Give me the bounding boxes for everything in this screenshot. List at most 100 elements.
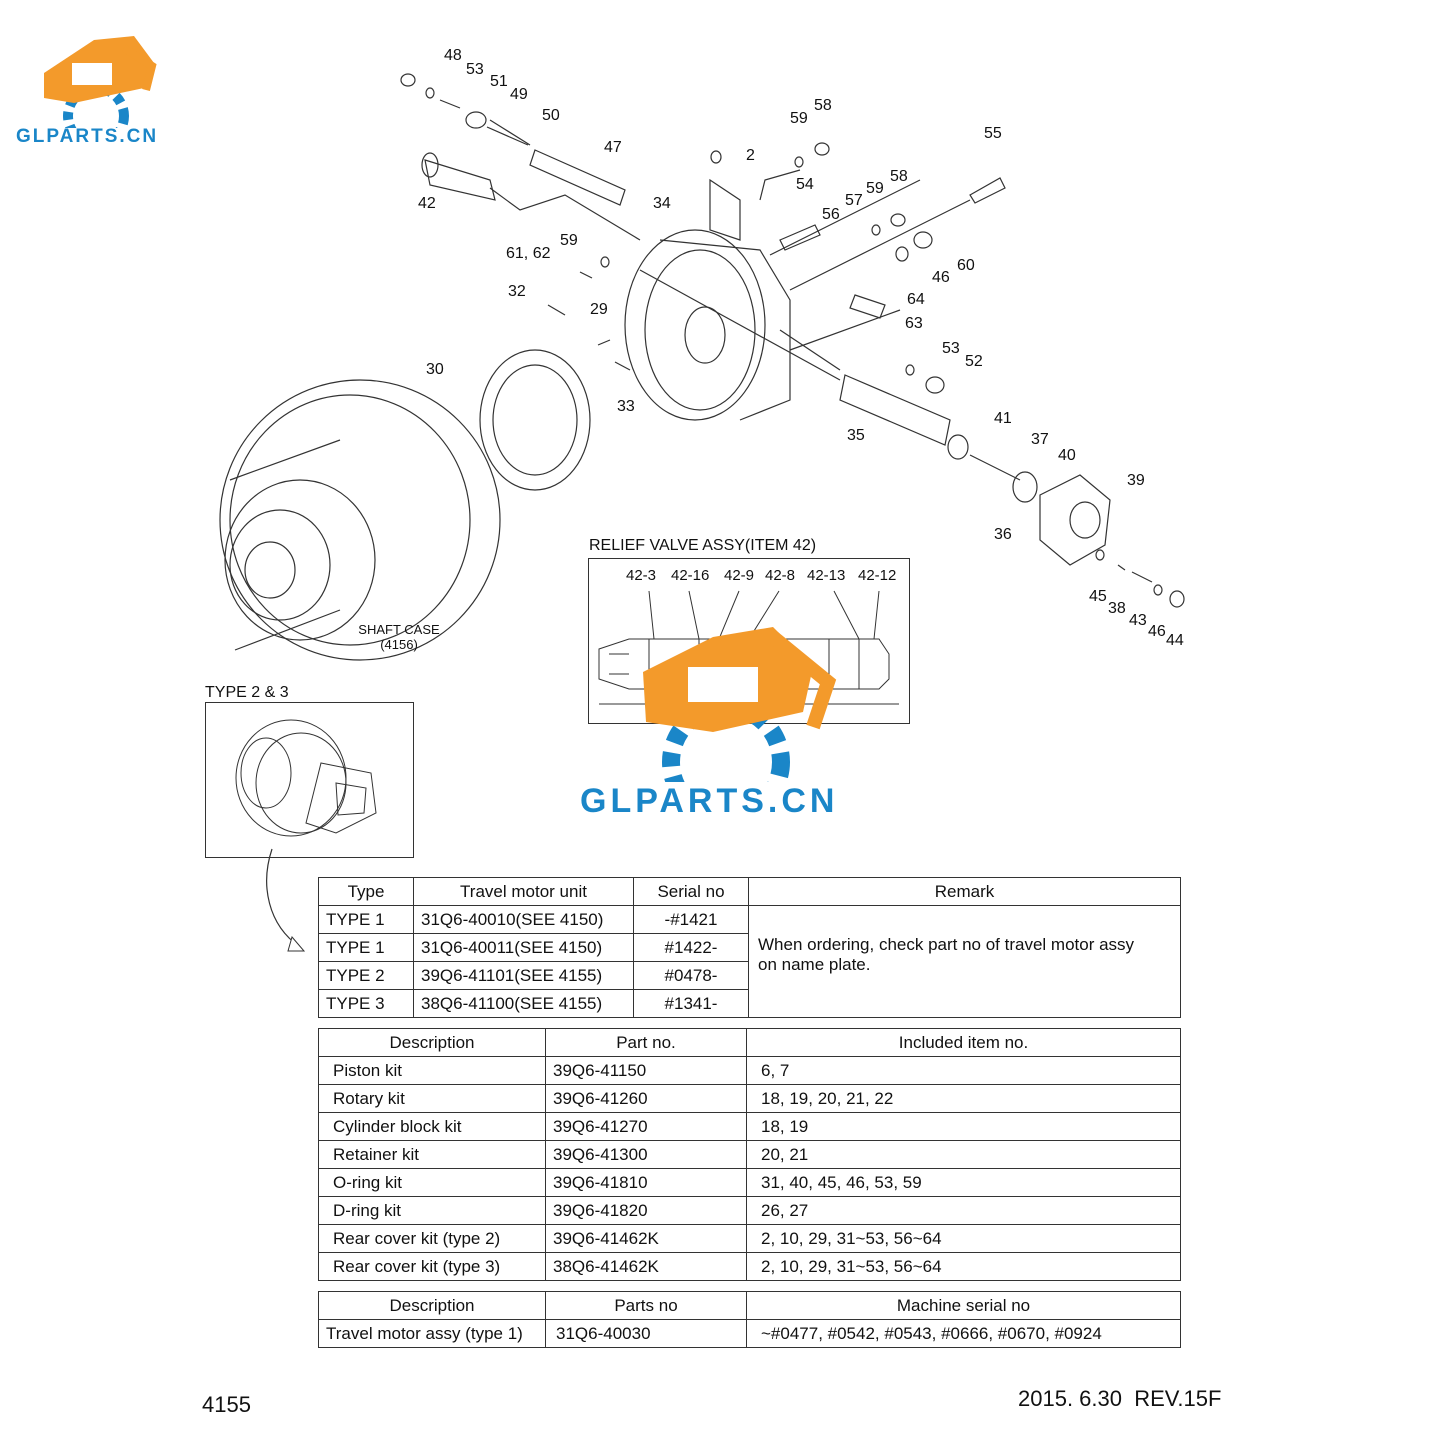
- cell-unit: 38Q6-41100(SEE 4155): [413, 989, 634, 1018]
- remark-line-1: When ordering, check part no of travel m…: [758, 934, 1135, 954]
- cell-unit: 39Q6-41101(SEE 4155): [413, 961, 634, 990]
- callout-45: 45: [1089, 588, 1107, 605]
- cell-unit: 31Q6-40011(SEE 4150): [413, 933, 634, 962]
- relief-valve-box: 42-3 42-16 42-9 42-8 42-13 42-12: [588, 558, 910, 724]
- cell-description: Retainer kit: [318, 1140, 546, 1169]
- callout-42: 42: [418, 195, 436, 212]
- cell-items: 26, 27: [746, 1196, 1181, 1225]
- cell-remark: When ordering, check part no of travel m…: [748, 905, 1181, 1018]
- callout-64: 64: [907, 291, 925, 308]
- cell-items: 18, 19, 20, 21, 22: [746, 1084, 1181, 1113]
- callout-49: 49: [510, 86, 528, 103]
- col-description: Description: [318, 1028, 546, 1057]
- assy-table: Description Parts no Machine serial no T…: [318, 1291, 1181, 1348]
- callout-61-62: 61, 62: [506, 245, 551, 262]
- cell-description: Rear cover kit (type 2): [318, 1224, 546, 1253]
- type23-title: TYPE 2 & 3: [205, 684, 289, 701]
- table-row: Travel motor assy (type 1) 31Q6-40030 ~#…: [318, 1319, 1181, 1348]
- cell-part-no: 38Q6-41462K: [545, 1252, 747, 1281]
- callout-39: 39: [1127, 472, 1145, 489]
- relief-valve-item: 42-16: [671, 567, 710, 584]
- callout-43: 43: [1129, 612, 1147, 629]
- callout-46: 46: [1148, 623, 1166, 640]
- cell-type: TYPE 1: [318, 905, 414, 934]
- callout-53: 53: [466, 61, 484, 78]
- callout-57: 57: [845, 192, 863, 209]
- logo-small-text: GLPARTS.CN: [16, 126, 159, 147]
- callout-58: 58: [814, 97, 832, 114]
- cell-type: TYPE 2: [318, 961, 414, 990]
- cell-part-no: 39Q6-41820: [545, 1196, 747, 1225]
- callout-33: 33: [617, 398, 635, 415]
- cell-items: 20, 21: [746, 1140, 1181, 1169]
- type-table-header: Type Travel motor unit Serial no Remark: [318, 877, 1181, 906]
- logo-watermark-text: GLPARTS.CN: [580, 782, 839, 820]
- callout-34: 34: [653, 195, 671, 212]
- callout-37: 37: [1031, 431, 1049, 448]
- table-row: TYPE 3 38Q6-41100(SEE 4155) #1341-: [318, 989, 1181, 1018]
- revision-date: 2015. 6.30 REV.15F: [1018, 1386, 1222, 1411]
- callout-51: 51: [490, 73, 508, 90]
- cell-parts-no: 31Q6-40030: [545, 1319, 747, 1348]
- cell-description: Piston kit: [318, 1056, 546, 1085]
- callout-50: 50: [542, 107, 560, 124]
- callout-53: 53: [942, 340, 960, 357]
- callout-38: 38: [1108, 600, 1126, 617]
- cell-machine-serial: ~#0477, #0542, #0543, #0666, #0670, #092…: [746, 1319, 1181, 1348]
- relief-valve-item: 42-9: [724, 567, 755, 584]
- col-type: Type: [318, 877, 414, 906]
- type23-motor-drawing: [235, 719, 377, 837]
- callout-32: 32: [508, 283, 526, 300]
- cell-serial: #0478-: [633, 961, 749, 990]
- cell-serial: -#1421: [633, 905, 749, 934]
- col-included-items: Included item no.: [746, 1028, 1181, 1057]
- callout-60: 60: [957, 257, 975, 274]
- cell-part-no: 39Q6-41462K: [545, 1224, 747, 1253]
- shaft-case-ref: (4156): [380, 637, 418, 652]
- cell-description: Travel motor assy (type 1): [318, 1319, 546, 1348]
- col-remark: Remark: [748, 877, 1181, 906]
- cell-description: O-ring kit: [318, 1168, 546, 1197]
- cell-items: 18, 19: [746, 1112, 1181, 1141]
- cell-items: 6, 7: [746, 1056, 1181, 1085]
- table-row: TYPE 1 31Q6-40011(SEE 4150) #1422-: [318, 933, 1181, 962]
- cell-items: 2, 10, 29, 31~53, 56~64: [746, 1252, 1181, 1281]
- callout-56: 56: [822, 206, 840, 223]
- assy-table-header: Description Parts no Machine serial no: [318, 1291, 1181, 1320]
- shaft-case-title: SHAFT CASE: [358, 622, 440, 637]
- callout-40: 40: [1058, 447, 1076, 464]
- remark-line-2: on name plate.: [758, 954, 871, 974]
- shaft-case-label: SHAFT CASE (4156): [340, 622, 458, 652]
- col-parts-no: Parts no: [545, 1291, 747, 1320]
- callout-59: 59: [790, 110, 808, 127]
- col-travel-motor-unit: Travel motor unit: [413, 877, 634, 906]
- callout-47: 47: [604, 139, 622, 156]
- table-row: TYPE 2 39Q6-41101(SEE 4155) #0478-: [318, 961, 1181, 990]
- callout-52: 52: [965, 353, 983, 370]
- cell-type: TYPE 3: [318, 989, 414, 1018]
- relief-valve-title: RELIEF VALVE ASSY(ITEM 42): [589, 537, 817, 554]
- cell-part-no: 39Q6-41810: [545, 1168, 747, 1197]
- callout-36: 36: [994, 526, 1012, 543]
- relief-valve-item: 42-13: [807, 567, 846, 584]
- logo-small: GLPARTS.CN: [14, 28, 179, 153]
- callout-44: 44: [1166, 632, 1184, 649]
- cell-serial: #1422-: [633, 933, 749, 962]
- type-table: Type Travel motor unit Serial no Remark …: [318, 877, 1181, 1018]
- page-number: 4155: [202, 1392, 251, 1417]
- callout-46: 46: [932, 269, 950, 286]
- cell-serial: #1341-: [633, 989, 749, 1018]
- kit-table: Description Part no. Included item no. P…: [318, 1028, 1181, 1281]
- table-row: TYPE 1 31Q6-40010(SEE 4150) -#1421 When …: [318, 905, 1181, 1018]
- callout-54: 54: [796, 176, 814, 193]
- logo-watermark-icon: [643, 627, 837, 782]
- relief-valve-item: 42-12: [858, 567, 897, 584]
- logo-small-icon: [44, 36, 157, 128]
- relief-valve-item: 42-8: [765, 567, 796, 584]
- cell-part-no: 39Q6-41260: [545, 1084, 747, 1113]
